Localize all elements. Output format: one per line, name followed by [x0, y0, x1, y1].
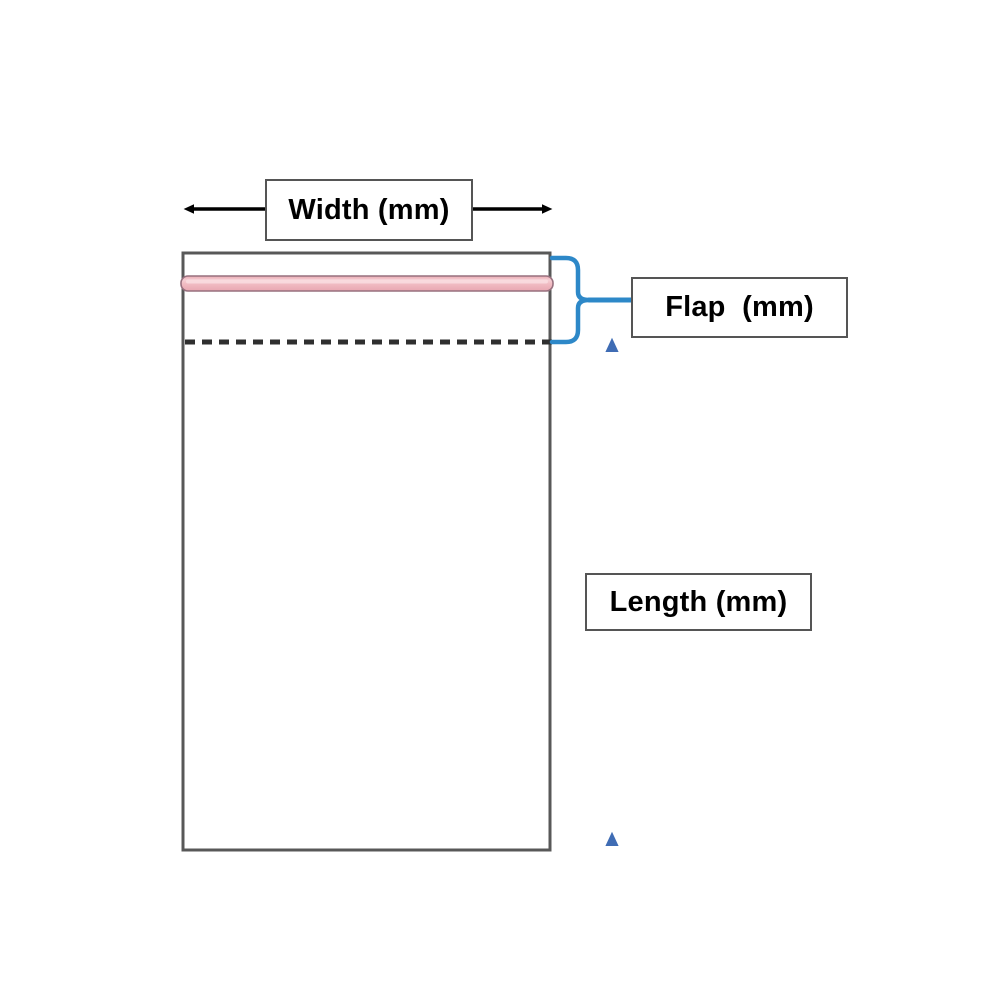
bag-outline-rectangle — [181, 251, 552, 852]
width-label-text: Width (mm) — [288, 193, 450, 226]
flap-label-text: Flap (mm) — [665, 291, 814, 323]
pink-adhesive-strip — [180, 275, 554, 292]
width-label-box: Width (mm) — [265, 179, 473, 241]
curly-brace-flap — [549, 255, 636, 345]
length-label-text: Length (mm) — [609, 585, 788, 618]
flap-label-box: Flap (mm) — [631, 277, 848, 338]
length-label-box: Length (mm) — [585, 573, 812, 631]
